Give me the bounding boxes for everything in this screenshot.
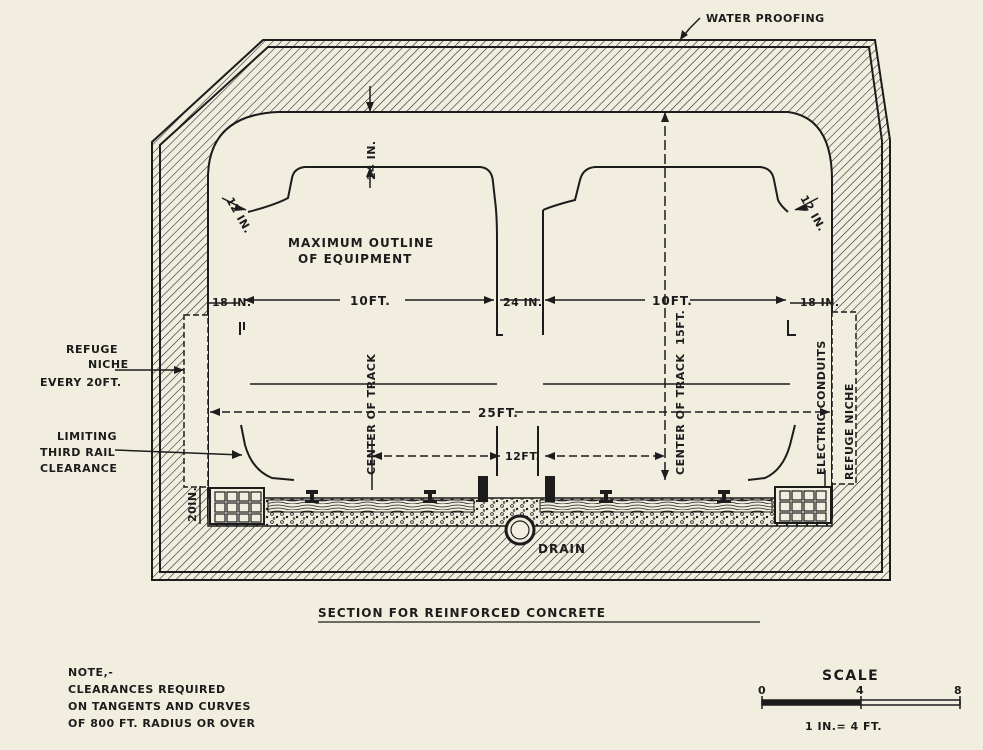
scale-title: SCALE xyxy=(822,668,879,684)
refuge-niche-left xyxy=(183,314,209,488)
dimension-lines xyxy=(114,17,832,524)
scale-tick-0: 0 xyxy=(758,684,766,697)
conduit-block-left xyxy=(209,487,265,525)
water-proofing-line xyxy=(159,46,883,573)
scale-tick-4: 4 xyxy=(856,684,864,697)
drain-pipe xyxy=(504,514,536,546)
tie-right xyxy=(539,499,773,513)
refuge-niche-right-label: REFUGE NICHE xyxy=(843,383,856,480)
electric-conduits-label: ELECTRIC CONDUITS xyxy=(815,340,828,475)
drain-label: DRAIN xyxy=(538,542,586,556)
tunnel-width-label: 25FT. xyxy=(478,406,519,420)
equipment-outline-right xyxy=(537,166,796,481)
limiting-label-3: CLEARANCE xyxy=(40,462,117,475)
side-right-label: 18 IN. xyxy=(800,296,840,309)
limiting-label-1: LIMITING xyxy=(57,430,117,443)
dimension-arrows xyxy=(174,30,830,480)
scale-bar: SCALE 0 4 8 1 IN.= 4 FT. xyxy=(758,668,962,733)
water-proofing-label: WATER PROOFING xyxy=(706,12,825,25)
tunnel-interior-outline xyxy=(207,111,833,518)
height-label: 15FT. xyxy=(674,310,687,345)
refuge-left-label-2: NICHE xyxy=(88,358,129,371)
max-outline-label-2: OF EQUIPMENT xyxy=(298,252,412,266)
note-label-3: ON TANGENTS AND CURVES xyxy=(68,700,251,713)
note-label-1: NOTE,- xyxy=(68,666,113,679)
limiting-label-2: THIRD RAIL xyxy=(40,446,115,459)
scale-ratio-label: 1 IN.= 4 FT. xyxy=(805,720,882,733)
max-outline-label-1: MAXIMUM OUTLINE xyxy=(288,236,434,250)
section-title: SECTION FOR REINFORCED CONCRETE xyxy=(318,606,606,620)
side-left-label: 18 IN. xyxy=(212,296,252,309)
conduit-height-label: 20IN. xyxy=(186,487,199,522)
tie-left xyxy=(267,499,475,513)
car-width-right-label: 10FT. xyxy=(652,294,693,308)
note-label-2: CLEARANCES REQUIRED xyxy=(68,683,226,696)
note-label-4: OF 800 FT. RADIUS OR OVER xyxy=(68,717,255,730)
conduit-block-right xyxy=(774,486,832,524)
track-centers-label: 12FT. xyxy=(505,450,540,463)
corner-left-label: 12 IN. xyxy=(223,195,254,236)
car-width-left-label: 10FT. xyxy=(350,294,391,308)
equipment-outline-left xyxy=(239,166,503,481)
refuge-left-label-3: EVERY 20FT. xyxy=(40,376,122,389)
center-track-left-label: CENTER OF TRACK xyxy=(365,354,378,475)
refuge-left-label-1: REFUGE xyxy=(66,343,118,356)
running-rails xyxy=(305,490,731,503)
top-clearance-label: 24 IN. xyxy=(365,140,378,180)
third-rails xyxy=(478,476,555,502)
between-cars-label: 24 IN. xyxy=(503,296,543,309)
corner-right-label: 12 IN. xyxy=(797,193,828,234)
refuge-niche-right xyxy=(831,311,857,485)
scale-tick-8: 8 xyxy=(954,684,962,697)
center-track-right-label: CENTER OF TRACK xyxy=(674,354,687,475)
